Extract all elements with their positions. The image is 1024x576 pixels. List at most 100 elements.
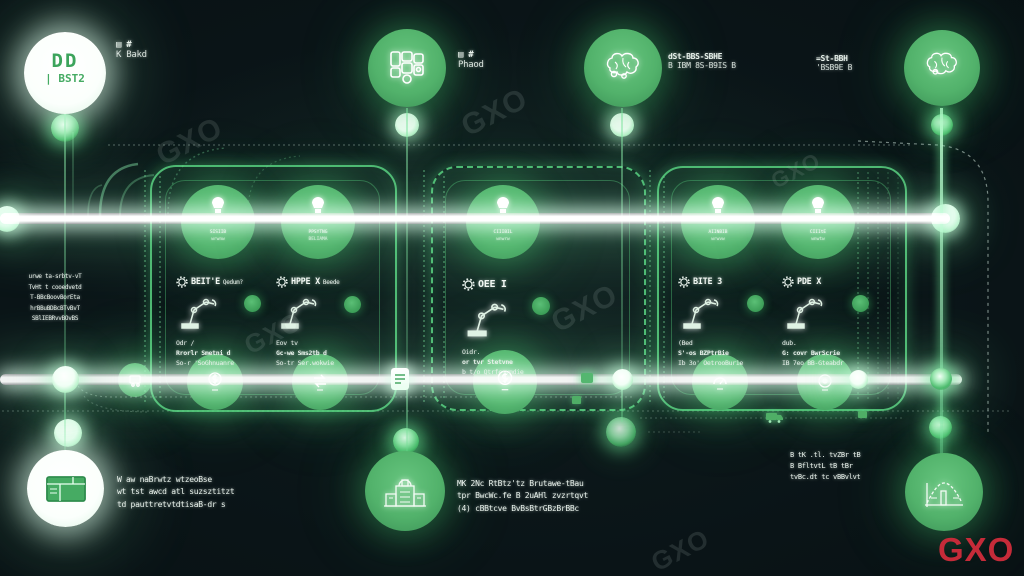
milestone-label-1: ▤ # K Bakd xyxy=(116,40,147,60)
phase-card-title: BITE 3 xyxy=(693,277,722,287)
connector-left xyxy=(64,112,66,380)
phase-card-subtitle: Qedum? xyxy=(222,278,243,286)
truck-icon xyxy=(766,413,783,423)
milestone-badge-title: DD xyxy=(51,50,79,72)
milestone-label-3: dSt-BBS-SBHE B IBM 8S-B9IS B xyxy=(668,52,736,70)
swap-arrows-icon xyxy=(314,374,326,391)
dashed-route-right xyxy=(857,140,989,432)
node-ball xyxy=(52,366,79,393)
lightbulb-icon xyxy=(497,197,509,213)
gauge-icon xyxy=(713,377,727,390)
phase-panel-3 xyxy=(657,166,907,411)
gxo-logo: GXO xyxy=(938,531,1015,568)
gear-icon xyxy=(462,278,475,291)
section-divider-dashes xyxy=(144,170,899,404)
connector-left-lower xyxy=(64,384,66,454)
milestone-circle-4 xyxy=(904,30,980,106)
phase-card-title: BEIT'E xyxy=(191,277,220,287)
target-icon xyxy=(818,374,832,391)
phase-card-body: dub. G: covr BwrScrie IB 7eo BB-Gteabdr xyxy=(782,339,844,368)
robot-arm-icon xyxy=(683,298,719,329)
bottom-note-2: MK 2Nc RtBtz'tz Brutawe-tBau tpr BwcWc.f… xyxy=(457,479,588,513)
connector-right xyxy=(940,108,943,456)
phase-card-1: BEIT'E Qedum? Odr / Rrorlr Smetni d So-r… xyxy=(176,276,272,368)
robot-arm-icon xyxy=(787,298,823,329)
phase-card-body: Odr / Rrorlr Smetni d So-r 'SoGhnuanre xyxy=(176,339,234,368)
milestone-circle-3 xyxy=(584,29,662,107)
connector-left-2 xyxy=(72,132,74,218)
table-icon xyxy=(46,476,86,502)
phase-panel-1 xyxy=(150,165,397,412)
phase-panel-1-inner xyxy=(165,180,380,395)
milestone-circle-2 xyxy=(368,29,446,107)
phase-card-4: BITE 3 (Bed S'-os BZPtrBie Ib 3o' Oetroo… xyxy=(678,276,774,368)
bottom-milestone-3 xyxy=(905,453,983,531)
robot-arm-icon xyxy=(181,298,217,329)
phase-card-title: PDE X xyxy=(797,277,822,287)
milestone-label-4: =St-BBH 'BSB9E B xyxy=(816,54,853,72)
status-dot xyxy=(532,297,550,315)
bottom-milestone-2 xyxy=(365,451,445,531)
node-ball xyxy=(930,368,952,390)
gear-icon xyxy=(782,276,794,288)
brain-icon xyxy=(606,52,639,79)
lightbulb-icon xyxy=(812,197,824,213)
factory-building-icon xyxy=(384,479,426,507)
milestone-label-2: ▤ # Phaod xyxy=(458,50,484,70)
modules-grid-icon xyxy=(390,51,424,84)
status-dot xyxy=(852,295,869,312)
brain-icon xyxy=(926,52,957,75)
connector-mid-2-lower xyxy=(621,388,623,422)
lightbulb-icon xyxy=(312,197,324,213)
document-lines-icon xyxy=(395,374,405,384)
phase-panel-2-inner xyxy=(445,180,630,395)
connector-mid-1-lower xyxy=(406,388,408,454)
node-ball xyxy=(54,419,82,447)
phase-card-body: (Bed S'-os BZPtrBie Ib 3o' OetrooBurie xyxy=(678,339,744,368)
chip-node xyxy=(581,373,593,383)
connector-mid-2 xyxy=(621,108,623,374)
timeline-lower xyxy=(0,374,962,385)
phase-card-subtitle: Beede xyxy=(322,278,340,286)
milestone-circle-start: DD | BST2 xyxy=(24,32,106,114)
node-ball xyxy=(849,370,868,389)
status-dot xyxy=(244,295,261,312)
phase-card-body: Oidr. or tvr Stetvne b t/o Qtrfcrvmdie xyxy=(462,348,524,377)
phase-card-body: Eov tv Gc-we Sms2tb d So-tr Ser.wokwie xyxy=(276,339,334,368)
gear-icon xyxy=(678,276,690,288)
lightbulb-icon xyxy=(212,197,224,213)
bottom-note-3: B tK .tl. tvZBr tB B BfltvtL tB tBr tvBc… xyxy=(790,451,861,482)
node-ball xyxy=(606,417,636,447)
box-icon xyxy=(858,411,867,418)
node-ball xyxy=(612,369,633,390)
robot-arm-icon xyxy=(281,298,317,329)
phase-card-5: PDE X dub. G: covr BwrScrie IB 7eo BB-Gt… xyxy=(782,276,878,368)
phase-panel-2 xyxy=(431,166,646,411)
coin-icon xyxy=(497,370,513,391)
robot-arm-icon xyxy=(467,303,506,337)
cart-icon xyxy=(129,375,141,387)
timeline-upper xyxy=(0,213,950,224)
bottom-note-1: W aw naBrwtz wtzeoBse wt tst awcd atl su… xyxy=(117,475,235,509)
phase-panel-3-inner xyxy=(671,180,891,395)
coin-icon xyxy=(208,372,222,391)
phase-card-title: HPPE X xyxy=(291,277,320,287)
phase-card-2: HPPE X Beede Eov tv Gc-we Sms2tb d So-tr… xyxy=(276,276,372,368)
status-dot xyxy=(344,296,361,313)
bell-curve-chart-icon xyxy=(925,482,963,507)
lightbulb-icon xyxy=(712,197,724,213)
box-icon xyxy=(572,396,581,404)
connector-mid-1 xyxy=(406,108,408,374)
gear-icon xyxy=(276,276,288,288)
left-note: urwe ta-srbtv-vT TvHt t cooedvetd T-BBcB… xyxy=(28,273,82,322)
status-dot xyxy=(747,295,764,312)
milestone-badge-subtitle: | BST2 xyxy=(45,72,85,85)
phase-card-title: OEE I xyxy=(478,279,507,290)
gear-icon xyxy=(176,276,188,288)
